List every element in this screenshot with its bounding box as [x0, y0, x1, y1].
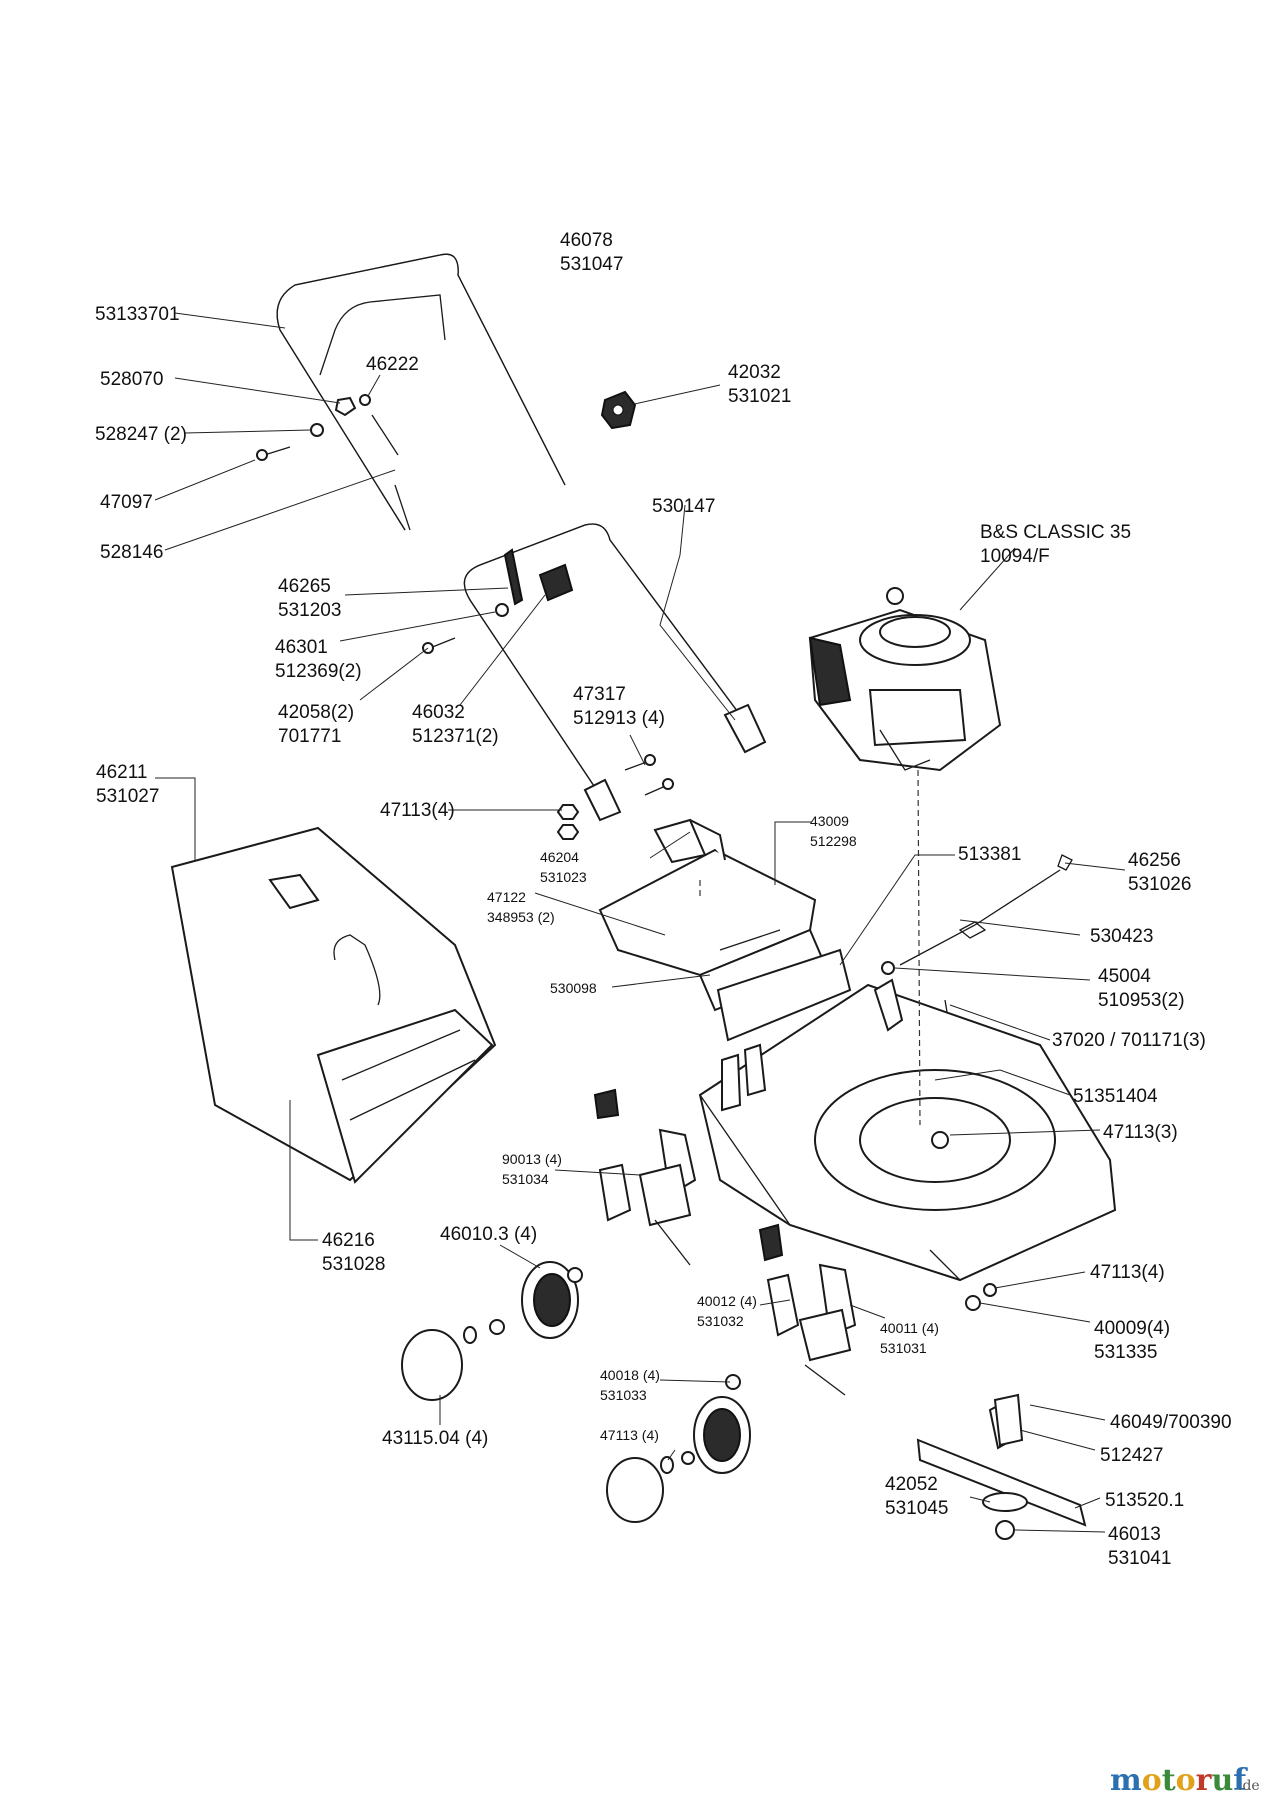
handle-knob [600, 390, 637, 430]
leader-lines [154, 312, 1126, 1533]
logo-wordmark: motoruf [1110, 1763, 1248, 1798]
logo-letter: o [1142, 1763, 1162, 1798]
label-512427: 512427 [1100, 1445, 1163, 1466]
label-513520-1: 513520.1 [1105, 1490, 1184, 1511]
rear-height-adjust [758, 1223, 857, 1396]
label-47113-4-a: 47113(4) [380, 800, 455, 821]
label-46222: 46222 [366, 354, 419, 375]
front-height-adjust [593, 1088, 697, 1266]
lower-handle [463, 523, 767, 822]
front-wheel [489, 1261, 583, 1339]
control-cable [881, 854, 1073, 1031]
lower-handle-bolts [422, 637, 674, 840]
label-40011: 40011 (4)531031 [880, 1320, 939, 1356]
mower-deck [698, 978, 1117, 1282]
logo-letter: f [1233, 1763, 1248, 1798]
label-42058: 42058(2)701771 [278, 702, 354, 747]
label-530147: 530147 [652, 496, 715, 517]
deck-washer-1 [983, 1283, 997, 1297]
label-513381: 513381 [958, 844, 1021, 865]
label-530423: 530423 [1090, 926, 1153, 947]
label-528146: 528146 [100, 542, 163, 563]
rear-wheel [681, 1374, 751, 1474]
label-40018: 40018 (4)531033 [600, 1367, 660, 1403]
label-43115-04: 43115.04 (4) [382, 1428, 488, 1449]
label-53133701: 53133701 [95, 304, 180, 325]
assembly-axis [917, 769, 921, 1126]
label-40012: 40012 (4)531032 [697, 1293, 757, 1329]
label-51351404: 51351404 [1073, 1086, 1158, 1107]
label-47097: 47097 [100, 492, 153, 513]
upper-handle-hardware [256, 394, 399, 461]
label-37020: 37020 / 701171(3) [1052, 1030, 1206, 1051]
engine-block [808, 587, 1002, 772]
deflector [598, 818, 852, 1042]
blade-assembly [916, 1393, 1087, 1540]
label-47113-3: 47113(3) [1103, 1122, 1178, 1143]
logo-letter: m [1110, 1763, 1142, 1798]
label-47113-4-c: 47113 (4) [600, 1427, 659, 1443]
rear-hubcap [606, 1456, 674, 1523]
label-528070: 528070 [100, 369, 163, 390]
label-47113-4-b: 47113(4) [1090, 1262, 1165, 1283]
upper-handle [276, 253, 566, 531]
label-40009: 40009(4)531335 [1094, 1318, 1170, 1363]
front-hubcap [401, 1326, 477, 1401]
label-90013: 90013 (4)531034 [502, 1151, 562, 1187]
logo-letter: r [1196, 1763, 1213, 1798]
logo-letter: u [1211, 1763, 1233, 1798]
label-530098: 530098 [550, 980, 597, 996]
label-46049: 46049/700390 [1110, 1412, 1232, 1433]
grass-bag [170, 826, 497, 1184]
logo-domain-suffix: .de [1238, 1778, 1260, 1794]
motoruf-logo: motoruf .de [1110, 1763, 1260, 1798]
label-46010-3: 46010.3 (4) [440, 1224, 537, 1245]
label-528247: 528247 (2) [95, 424, 187, 445]
logo-letter: o [1176, 1763, 1196, 1798]
deck-washer-2 [965, 1295, 981, 1311]
logo-letter: t [1162, 1763, 1176, 1798]
